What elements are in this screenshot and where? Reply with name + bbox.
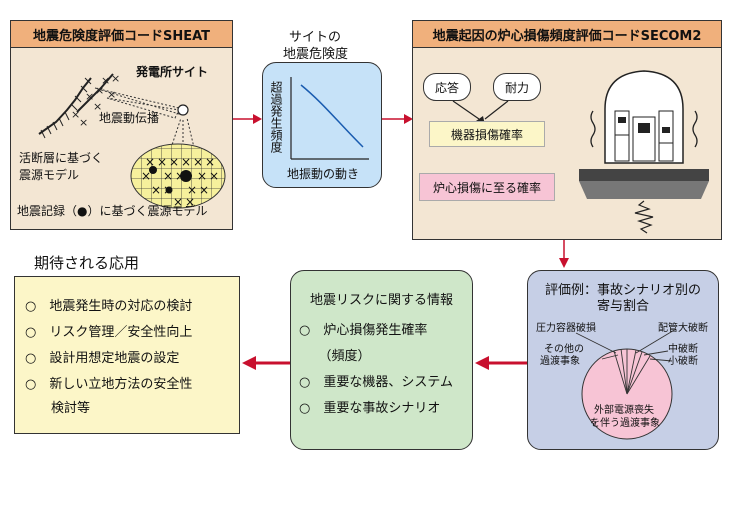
svg-text:×: ×: [151, 183, 161, 197]
svg-text:×: ×: [187, 183, 197, 197]
reactor-building-illustration: [579, 70, 709, 234]
hazard-title-line2: 地震危険度: [283, 47, 349, 62]
application-item: ○ 新しい立地方法の安全性: [25, 377, 193, 392]
svg-text:×: ×: [111, 72, 120, 85]
sheat-illustration: ××× ××× ×× ××× ××× ××× ×× ××× ×××: [38, 72, 226, 209]
arrow-secom-to-example: [559, 240, 569, 268]
risk-info-item: ○ 炉心損傷発生確率: [299, 323, 428, 338]
risk-info-title: 地震リスクに関する情報: [309, 293, 453, 308]
label-medium-break: 中破断: [668, 344, 698, 355]
applications-panel: ○ 地震発生時の対応の検討 ○ リスク管理／安全性向上 ○ 設計用想定地震の設定…: [14, 276, 240, 434]
applications-title: 期待される応用: [34, 254, 140, 272]
svg-text:×: ×: [157, 155, 167, 169]
svg-text:×: ×: [185, 195, 195, 209]
example-panel: 評価例：事故シナリオ別の 寄与割合 圧力容器破損 配管大破断 その他の 過渡事象…: [527, 270, 719, 450]
svg-text:×: ×: [193, 155, 203, 169]
hazard-curve-plot: [290, 77, 369, 160]
svg-text:×: ×: [197, 169, 207, 183]
svg-text:×: ×: [71, 108, 80, 121]
hazard-ylabel: 超過発生頻度: [269, 81, 283, 153]
svg-text:×: ×: [199, 183, 209, 197]
secom-panel: 地震起因の炉心損傷頻度評価コードSECOM2 応答 耐力 機器損傷確率 炉心損傷…: [412, 20, 722, 240]
example-title-line1: 評価例：事故シナリオ別の: [544, 283, 701, 298]
svg-text:×: ×: [93, 100, 102, 113]
label-pressure-vessel: 圧力容器破損: [536, 323, 596, 334]
svg-text:×: ×: [95, 84, 104, 97]
application-item: ○ 設計用想定地震の設定: [25, 351, 180, 366]
equipment-prob-box: 機器損傷確率: [429, 121, 545, 147]
svg-text:×: ×: [85, 90, 94, 103]
svg-text:×: ×: [141, 169, 151, 183]
svg-text:×: ×: [101, 74, 110, 87]
capacity-bubble: 耐力: [493, 73, 541, 101]
core-damage-box: 炉心損傷に至る確率: [419, 173, 555, 201]
example-title-line2: 寄与割合: [596, 299, 649, 314]
scenario-pie-chart: [575, 328, 677, 440]
application-item: 検討等: [25, 401, 91, 416]
label-pipe-large-break: 配管大破断: [658, 323, 708, 334]
hazard-title-line1: サイトの: [289, 30, 342, 45]
risk-info-item: （頻度）: [299, 349, 371, 364]
svg-text:×: ×: [169, 155, 179, 169]
svg-text:×: ×: [205, 155, 215, 169]
hazard-box: 超過発生頻度 地振動の動き: [262, 62, 382, 188]
risk-info-item: ○ 重要な事故シナリオ: [299, 401, 441, 416]
arrow-risk-to-applications: [242, 356, 290, 370]
application-item: ○ リスク管理／安全性向上: [25, 325, 193, 340]
risk-info-panel: 地震リスクに関する情報 ○ 炉心損傷発生確率 （頻度） ○ 重要な機器、システム…: [290, 270, 473, 450]
label-other-line1: その他の: [544, 344, 584, 355]
fault-label-line1: 活断層に基づく: [19, 151, 104, 165]
arrow-example-to-risk: [475, 356, 527, 370]
svg-text:×: ×: [145, 155, 155, 169]
label-main-line1: 外部電源喪失: [594, 405, 654, 416]
record-label: 地震記録（●）に基づく震源モデル: [17, 204, 208, 218]
arrow-hazard-to-secom: [382, 114, 413, 124]
arrow-sheat-to-hazard: [233, 114, 262, 124]
svg-text:×: ×: [209, 169, 219, 183]
propagation-label: 地震動伝播: [99, 111, 160, 125]
svg-text:×: ×: [107, 88, 116, 101]
response-bubble: 応答: [423, 73, 471, 101]
sheat-title: 地震危険度評価コードSHEAT: [11, 21, 232, 48]
label-main-line2: を伴う過渡事象: [590, 418, 660, 429]
svg-text:×: ×: [163, 169, 173, 183]
application-item: ○ 地震発生時の対応の検討: [25, 299, 193, 314]
label-small-break: 小破断: [668, 356, 698, 367]
hazard-xlabel: 地振動の動き: [287, 167, 360, 181]
sheat-panel: 地震危険度評価コードSHEAT ××× ××× ××: [10, 20, 233, 230]
secom-title: 地震起因の炉心損傷頻度評価コードSECOM2: [413, 21, 721, 48]
svg-text:×: ×: [181, 155, 191, 169]
label-other-line2: 過渡事象: [540, 356, 580, 367]
site-label: 発電所サイト: [136, 65, 209, 79]
svg-text:×: ×: [173, 195, 183, 209]
svg-text:×: ×: [79, 116, 88, 129]
fault-label-line2: 震源モデル: [19, 168, 80, 182]
risk-info-item: ○ 重要な機器、システム: [299, 375, 453, 390]
